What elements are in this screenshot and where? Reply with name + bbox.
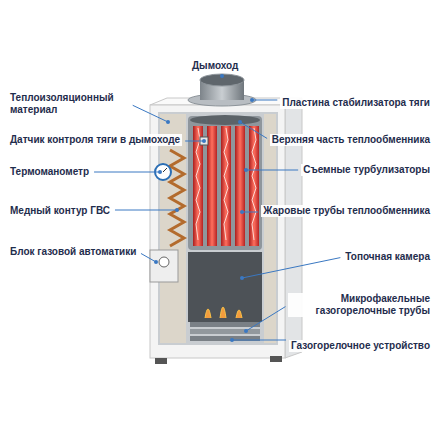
leader-dot xyxy=(202,139,206,143)
copper-coil xyxy=(170,150,184,246)
insulation xyxy=(264,114,276,343)
leader-dot xyxy=(244,329,248,333)
leader-line xyxy=(115,210,177,211)
part-label: Газогорелочное устройство xyxy=(289,340,432,352)
leader-line xyxy=(232,340,286,341)
fire-tube xyxy=(221,126,231,246)
part-label: Датчик контроля тяги в дымоходе xyxy=(8,134,182,146)
fire-tube xyxy=(235,126,245,246)
leader-dot xyxy=(230,338,234,342)
leader-line xyxy=(246,307,285,331)
leader-line xyxy=(252,100,277,101)
leader-line xyxy=(185,141,204,142)
leader-dot xyxy=(238,120,242,124)
leader-dot xyxy=(220,74,224,78)
leader-line xyxy=(240,122,267,138)
burner-tube xyxy=(190,329,260,334)
part-label: Теплоизоляционный материал xyxy=(8,92,130,116)
foot xyxy=(155,358,167,364)
part-label: Топочная камера xyxy=(343,251,432,263)
leader-dot xyxy=(166,120,170,124)
leader-dot xyxy=(154,260,158,264)
part-label: Микрофакельные газогорелочные трубы xyxy=(288,293,432,317)
leader-dot xyxy=(244,168,248,172)
part-label: Блок газовой автоматики xyxy=(8,246,138,258)
leader-dot xyxy=(240,276,244,280)
flame xyxy=(205,307,242,318)
fire-tube xyxy=(249,126,259,246)
insulation xyxy=(160,114,186,343)
leader-line xyxy=(141,253,156,262)
part-label: Медный контур ГВС xyxy=(8,205,112,217)
part-label: Съемные турбулизаторы xyxy=(301,164,432,176)
gas-valve-block xyxy=(150,250,178,282)
leader-line xyxy=(242,212,258,213)
firebox xyxy=(188,252,262,322)
part-label: Дымоход xyxy=(190,60,240,72)
turbulator xyxy=(196,128,256,240)
part-label: Пластина стабилизатора тяги xyxy=(280,97,432,109)
part-label: Верхняя часть теплообменника xyxy=(270,134,432,146)
part-label: Термоманометр xyxy=(8,166,91,178)
leader-dot xyxy=(175,208,179,212)
part-label: Жаровые трубы теплообменника xyxy=(261,205,432,217)
foot xyxy=(270,356,282,362)
leader-line xyxy=(133,105,168,122)
burner-tube xyxy=(190,322,260,327)
leader-dot xyxy=(250,98,254,102)
leader-line xyxy=(242,258,340,278)
leader-dot xyxy=(158,170,162,174)
chimney-top xyxy=(200,74,244,86)
gas-valve-knob xyxy=(159,257,169,267)
exchanger-top xyxy=(190,115,260,125)
boiler-interior xyxy=(158,112,278,345)
leader-line xyxy=(246,170,298,171)
gauge-needle xyxy=(163,168,167,172)
leader-line xyxy=(94,172,160,173)
leader-dot xyxy=(240,210,244,214)
heat-exchanger xyxy=(188,116,262,250)
